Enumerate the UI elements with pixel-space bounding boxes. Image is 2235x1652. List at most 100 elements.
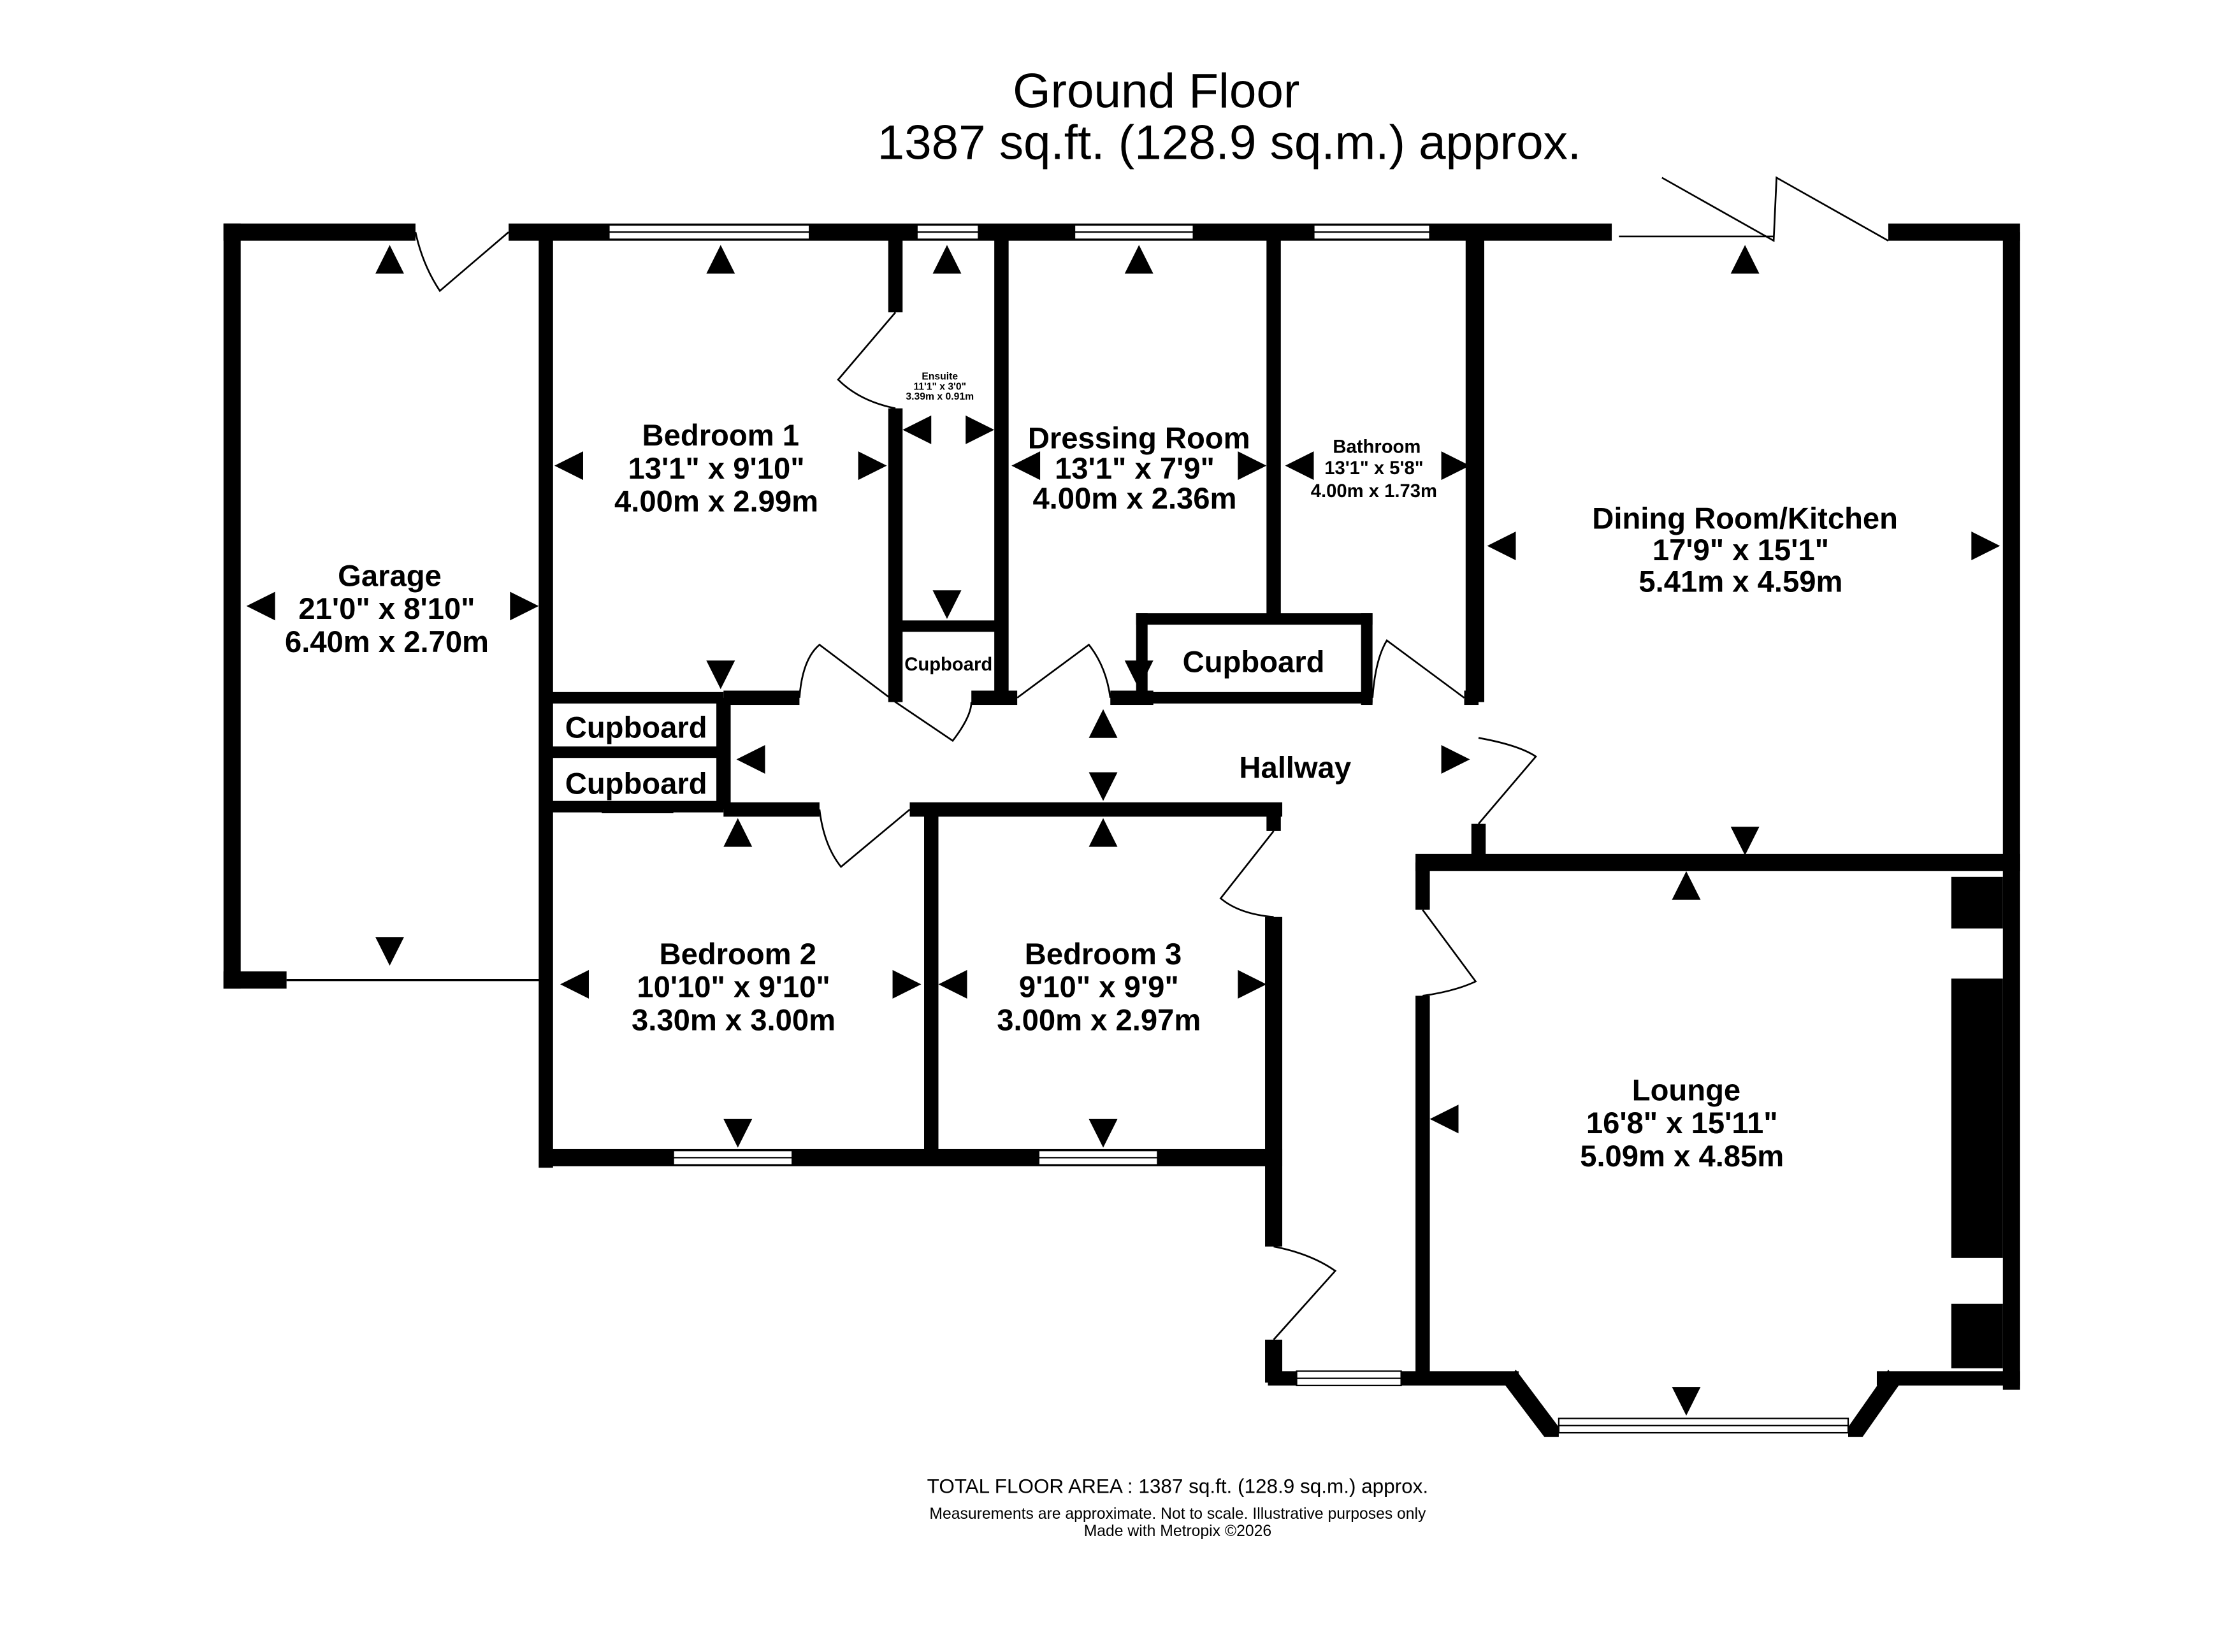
room-bedroom-2: Bedroom 2 10'10" x 9'10" 3.30m x 3.00m xyxy=(632,938,835,1037)
wall xyxy=(1415,862,1430,910)
arrow-left-icon xyxy=(938,969,967,999)
svg-text:21'0" x 8'10": 21'0" x 8'10" xyxy=(298,592,475,626)
svg-text:Bedroom 3: Bedroom 3 xyxy=(1025,938,1182,971)
svg-text:5.09m x 4.85m: 5.09m x 4.85m xyxy=(1580,1140,1784,1173)
arrow-left-icon xyxy=(902,415,932,444)
wall xyxy=(1265,1339,1283,1383)
wall xyxy=(223,223,416,241)
arrow-down-icon xyxy=(1089,1119,1118,1148)
arrow-left-icon xyxy=(246,591,275,621)
arrow-right-icon xyxy=(1971,532,2000,560)
arrow-right-icon xyxy=(966,415,995,444)
wall xyxy=(1415,853,2020,871)
svg-text:3.39m x 0.91m: 3.39m x 0.91m xyxy=(906,391,974,402)
room-cupboard-small: Cupboard xyxy=(904,655,992,675)
wall xyxy=(1401,1371,1519,1386)
wall xyxy=(1473,232,1485,702)
dimension-arrows xyxy=(246,245,2000,1416)
svg-text:Dressing Room: Dressing Room xyxy=(1028,422,1250,456)
arrow-right-icon xyxy=(858,451,887,481)
svg-text:Dining Room/Kitchen: Dining Room/Kitchen xyxy=(1592,502,1898,536)
disclaimer: Measurements are approximate. Not to sca… xyxy=(929,1505,1426,1523)
arrow-down-icon xyxy=(375,937,404,966)
svg-text:17'9" x 15'1": 17'9" x 15'1" xyxy=(1653,533,1829,567)
svg-text:11'1" x 3'0": 11'1" x 3'0" xyxy=(913,381,966,392)
wall xyxy=(888,232,903,313)
bay-wall xyxy=(1848,1370,1900,1437)
arrow-left-icon xyxy=(1011,451,1041,481)
room-bathroom: Bathroom 13'1" x 5'8" 4.00m x 1.73m xyxy=(1311,437,1437,502)
wall xyxy=(994,232,1009,702)
room-cupboard-left-1: Cupboard xyxy=(565,711,707,745)
svg-text:13'1" x 5'8": 13'1" x 5'8" xyxy=(1324,458,1423,479)
total-floor-area: TOTAL FLOOR AREA : 1387 sq.ft. (128.9 sq… xyxy=(927,1475,1428,1497)
wall xyxy=(541,1148,1283,1166)
wall xyxy=(1888,223,2020,241)
wall xyxy=(1136,613,1148,702)
arrow-right-icon xyxy=(892,969,922,999)
svg-text:Garage: Garage xyxy=(338,559,442,593)
windows xyxy=(608,224,1849,1434)
svg-text:5.41m x 4.59m: 5.41m x 4.59m xyxy=(1638,565,1842,598)
arrow-left-icon xyxy=(1487,532,1516,560)
arrow-right-icon xyxy=(1238,969,1267,999)
room-dining-kitchen: Dining Room/Kitchen 17'9" x 15'1" 5.41m … xyxy=(1592,502,1898,599)
svg-text:13'1" x 7'9": 13'1" x 7'9" xyxy=(1055,452,1215,486)
room-bedroom-3: Bedroom 3 9'10" x 9'9" 3.00m x 2.97m xyxy=(997,938,1201,1037)
room-hallway: Hallway xyxy=(1239,751,1351,785)
arrow-left-icon xyxy=(554,451,583,481)
svg-text:13'1" x 9'10": 13'1" x 9'10" xyxy=(628,452,804,486)
arrow-down-icon xyxy=(706,660,735,690)
wall xyxy=(888,408,903,702)
svg-text:Bedroom 2: Bedroom 2 xyxy=(660,938,816,971)
svg-text:Bathroom: Bathroom xyxy=(1333,437,1421,457)
wall xyxy=(1136,613,1373,625)
arrow-left-icon xyxy=(1429,1105,1459,1134)
arrow-left-icon xyxy=(560,969,589,999)
svg-text:3.30m x 3.00m: 3.30m x 3.00m xyxy=(632,1003,835,1037)
arrow-up-icon xyxy=(1730,245,1760,274)
svg-text:16'8" x 15'11": 16'8" x 15'11" xyxy=(1586,1106,1778,1140)
wall xyxy=(723,690,800,706)
wall xyxy=(539,232,553,1168)
svg-text:4.00m x 1.73m: 4.00m x 1.73m xyxy=(1311,481,1437,502)
arrow-right-icon xyxy=(1441,451,1470,481)
arrow-right-icon xyxy=(510,591,539,621)
credit: Made with Metropix ©2026 xyxy=(1084,1523,1271,1540)
wall xyxy=(723,802,820,817)
wall xyxy=(1415,996,1430,1383)
svg-text:Bedroom 1: Bedroom 1 xyxy=(642,419,799,453)
arrow-up-icon xyxy=(1089,818,1118,847)
doors xyxy=(286,176,1889,1340)
svg-text:10'10" x 9'10": 10'10" x 9'10" xyxy=(637,971,830,1004)
arrow-down-icon xyxy=(1730,827,1760,856)
arrow-right-icon xyxy=(1441,744,1470,774)
room-lounge: Lounge 16'8" x 15'11" 5.09m x 4.85m xyxy=(1580,1074,1784,1173)
wall xyxy=(909,802,1283,817)
wall xyxy=(895,620,1002,632)
room-dressing-room: Dressing Room 13'1" x 7'9" 4.00m x 2.36m xyxy=(1028,422,1250,516)
wall xyxy=(546,746,724,758)
arrow-down-icon xyxy=(932,590,962,620)
wall xyxy=(1266,809,1281,831)
wall xyxy=(1265,917,1283,1247)
room-ensuite: Ensuite 11'1" x 3'0" 3.39m x 0.91m xyxy=(906,372,974,402)
room-bedroom-1: Bedroom 1 13'1" x 9'10" 4.00m x 2.99m xyxy=(614,419,818,518)
room-cupboard-left-2: Cupboard xyxy=(565,767,707,801)
svg-text:Ensuite: Ensuite xyxy=(922,372,958,382)
wall xyxy=(546,801,724,813)
wall xyxy=(1471,823,1486,867)
chimney-breast xyxy=(1951,876,2003,929)
bay-wall xyxy=(1504,1370,1559,1437)
arrow-up-icon xyxy=(1124,245,1154,274)
svg-text:4.00m x 2.36m: 4.00m x 2.36m xyxy=(1032,482,1236,516)
room-garage: Garage 21'0" x 8'10" 6.40m x 2.70m xyxy=(285,559,489,658)
wall xyxy=(1876,1371,2020,1386)
wall xyxy=(1266,232,1281,616)
arrow-right-icon xyxy=(1238,451,1267,481)
wall xyxy=(924,809,939,1158)
arrow-up-icon xyxy=(932,245,962,274)
svg-text:4.00m x 2.99m: 4.00m x 2.99m xyxy=(614,485,818,519)
floor-title: Ground Floor xyxy=(1013,64,1299,119)
